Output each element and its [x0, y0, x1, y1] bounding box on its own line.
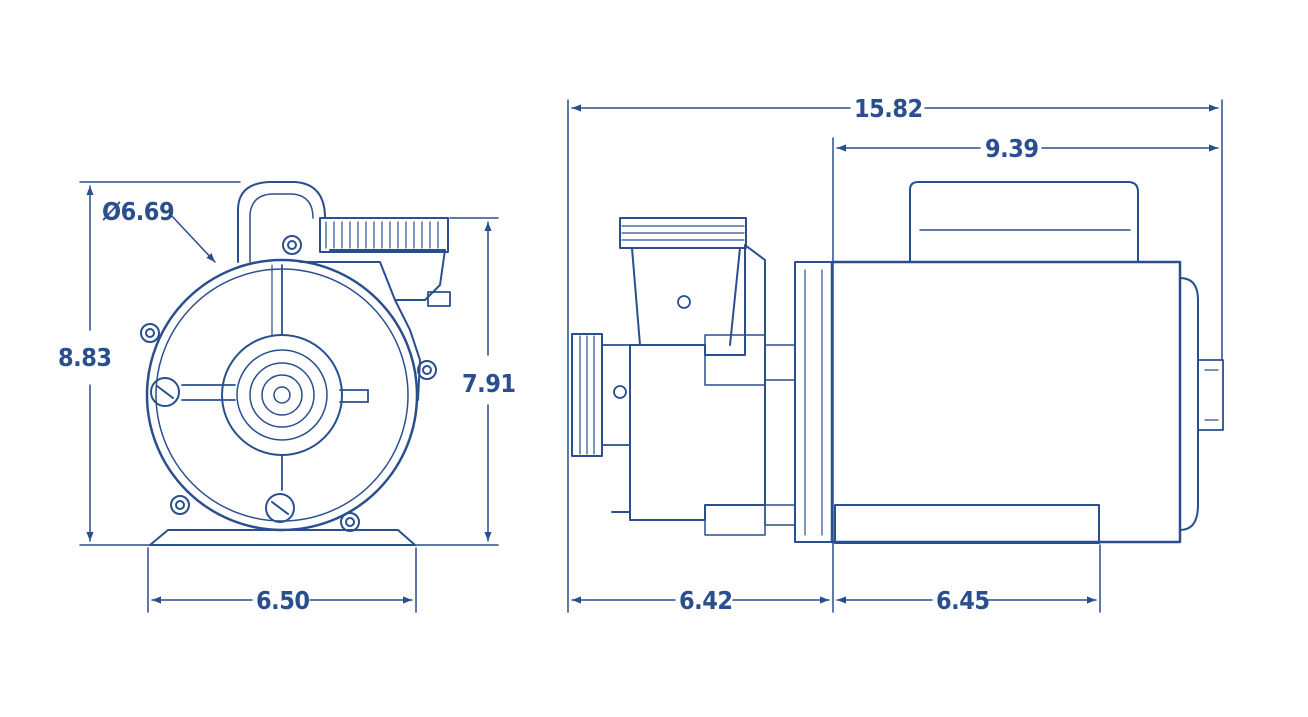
- hub-outer: [221, 334, 343, 456]
- side-outlet-threads: [619, 217, 747, 249]
- top-handle-loop: [237, 181, 326, 263]
- label-front-port-height: 7.91: [462, 369, 516, 398]
- front-view: [140, 181, 451, 546]
- dim-leader-diameter: [169, 213, 216, 263]
- label-front-base-width: 6.50: [256, 586, 310, 615]
- label-side-motor-length: 9.39: [985, 134, 1039, 163]
- label-front-diameter: Ø6.69: [102, 197, 174, 226]
- motor-body: [830, 260, 1182, 544]
- label-side-total-length: 15.82: [854, 94, 923, 123]
- motor-end-terminal: [1197, 359, 1224, 431]
- outlet-tube: [631, 247, 741, 346]
- outlet-port-threads: [319, 217, 449, 253]
- dimension-labels: Ø6.69 8.83 7.91 6.50 15.82 9.39 6.42 6.4…: [58, 94, 1039, 615]
- capacitor-box: [909, 181, 1139, 263]
- side-view: [571, 181, 1224, 544]
- mounting-ears: [140, 235, 437, 532]
- front-dimensions: [79, 181, 499, 613]
- base-foot: [149, 529, 416, 546]
- motor-end-cap: [1179, 277, 1199, 531]
- label-side-wet-end-length: 6.42: [679, 586, 733, 615]
- wet-end-body: [629, 244, 766, 521]
- label-front-height: 8.83: [58, 343, 112, 372]
- side-nipple: [427, 291, 451, 307]
- drain-plug-bottom: [265, 493, 295, 523]
- label-side-base-length: 6.45: [936, 586, 990, 615]
- motor-flange: [794, 261, 833, 543]
- motor-base-plate: [834, 504, 1100, 544]
- side-inlet-threads: [571, 333, 631, 457]
- drain-plug-left: [150, 377, 180, 407]
- side-dimensions: [567, 99, 1223, 613]
